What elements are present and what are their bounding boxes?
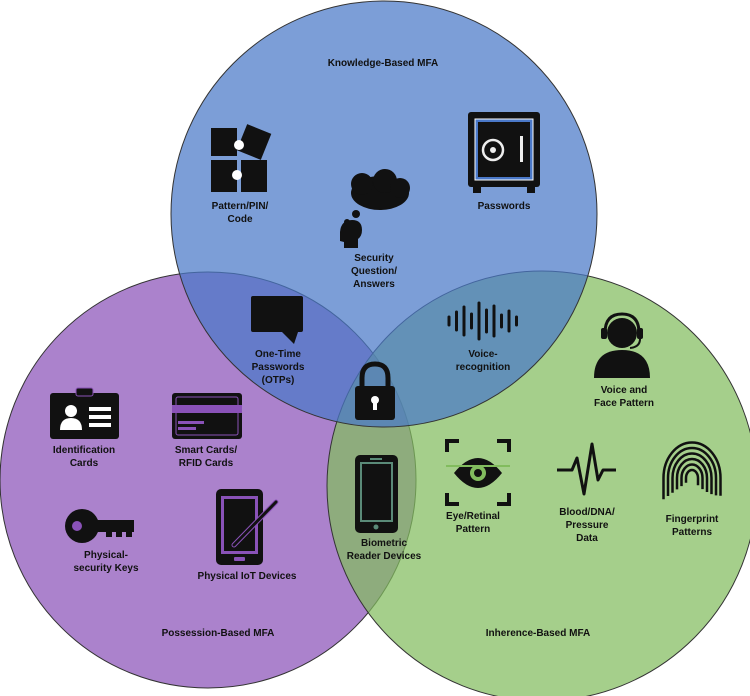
fingerprint-ridge [671,452,713,495]
item-identification-cards: Identification Cards [52,445,116,469]
fingerprint-ridge [675,457,709,493]
credit-card-icon [172,393,242,439]
fingerprint-ridge [666,446,718,496]
item-pattern-pin: Pattern/PIN/ Code [211,201,269,225]
item-voice-recognition: Voice- recognition [455,349,511,373]
item-passwords: Passwords [477,201,531,212]
inherence-set-label: Inherence-Based MFA [485,628,591,639]
knowledge-set-label: Knowledge-Based MFA [327,58,439,69]
item-smart-cards: Smart Cards/ RFID Cards [174,445,238,469]
item-otp: One-Time Passwords (OTPs) [251,349,305,386]
item-biometric-reader: Biometric Reader Devices [346,538,422,562]
item-security-question: Security Question/ Answers [350,253,398,290]
fingerprint-ridge [684,468,700,486]
puzzle-icon [211,124,272,192]
item-fingerprint: Fingerprint Patterns [665,514,719,538]
item-voice-face: Voice and Face Pattern [593,385,655,409]
fingerprint-ridge [680,463,704,490]
fingerprint-ridge [662,441,722,500]
eye-scan-icon [445,439,511,506]
item-physical-keys: Physical- security Keys [73,550,139,574]
item-eye-retinal: Eye/Retinal Pattern [446,511,500,535]
headset-person-icon [594,312,650,378]
fingerprint-icon [662,441,722,500]
id-card-icon [50,387,119,439]
key-icon [65,509,134,543]
tablet-stylus-icon [216,489,279,565]
lock-icon [355,361,395,420]
safe-icon [468,112,540,193]
item-physical-iot: Physical IoT Devices [197,571,297,582]
smartphone-icon [355,455,398,533]
voice-wave-icon [447,301,518,341]
chat-bubble-icon [251,296,303,344]
heartbeat-icon [557,442,616,496]
thought-bubble-icon [340,169,410,248]
possession-set-label: Possession-Based MFA [161,628,275,639]
item-blood-dna: Blood/DNA/ Pressure Data [559,507,615,544]
